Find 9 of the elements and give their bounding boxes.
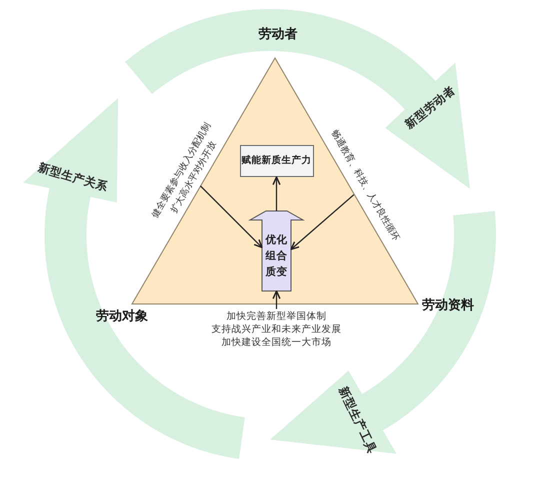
vertex-label: 劳动对象 — [96, 309, 148, 325]
upward-block: 优化组合质变 — [249, 210, 304, 292]
vertex-label: 劳动者 — [258, 27, 298, 43]
arrow — [290, 194, 354, 250]
arrow — [200, 186, 263, 248]
arrow — [272, 176, 281, 211]
vertex-label: 劳动资料 — [422, 298, 474, 314]
process-box: 赋能新质生产力 — [240, 145, 314, 177]
arrow — [272, 290, 281, 309]
